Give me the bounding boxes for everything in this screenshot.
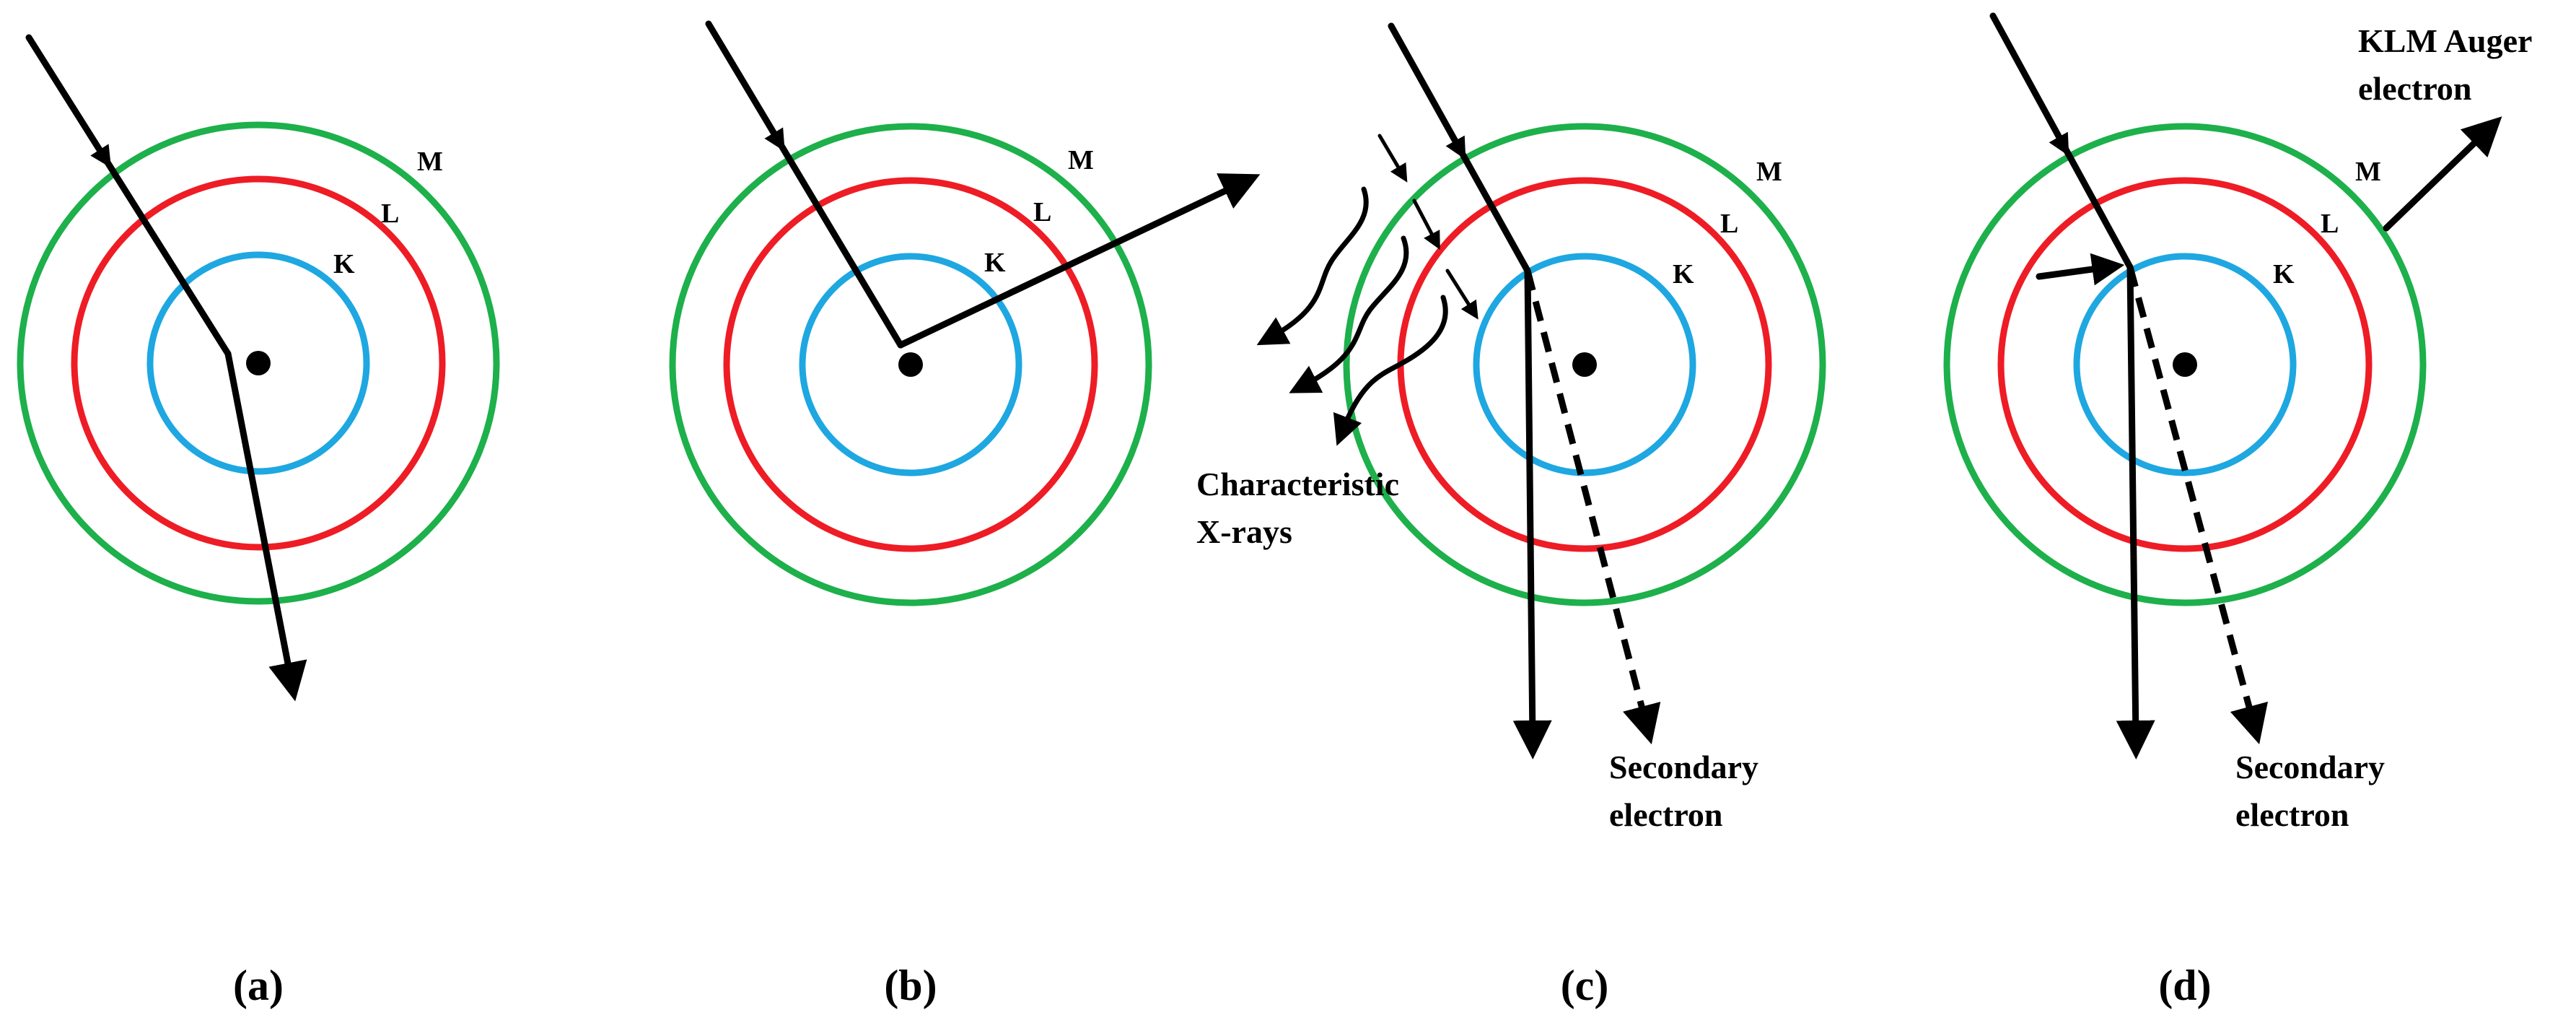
auger-electron-label-line2: electron bbox=[2358, 70, 2472, 107]
k-shell-label: K bbox=[333, 249, 355, 279]
panel-a: M L K (a) bbox=[17, 34, 500, 1009]
m-shell bbox=[1943, 123, 2427, 606]
electron-transition-arrow bbox=[1445, 269, 1478, 320]
electron-transition-arrow bbox=[1412, 199, 1440, 251]
incident-arrowhead bbox=[2049, 126, 2069, 157]
k-shell bbox=[799, 253, 1022, 476]
k-shell-label: K bbox=[984, 248, 1006, 278]
m-shell-label: M bbox=[1756, 157, 1782, 187]
secondary-electron-label-line1: Secondary bbox=[1609, 749, 1758, 785]
panel-caption: (d) bbox=[2158, 962, 2211, 1009]
electron-transition-arrow bbox=[2036, 253, 2125, 286]
l-shell bbox=[723, 177, 1098, 552]
nucleus bbox=[1572, 352, 1597, 377]
l-shell bbox=[1997, 177, 2373, 552]
nucleus bbox=[246, 351, 271, 375]
x-ray-photon-wave bbox=[1289, 235, 1409, 393]
m-shell bbox=[17, 121, 500, 605]
secondary-electron-label-line2: electron bbox=[1609, 796, 1723, 833]
panel-d: M L K KLM Auger electron Secondary elect… bbox=[1943, 12, 2532, 1009]
x-ray-photon-wave bbox=[1333, 295, 1448, 446]
m-shell-label: M bbox=[2355, 157, 2381, 187]
scattered-electron-arrow bbox=[1512, 267, 1552, 759]
incident-arrowhead bbox=[1445, 130, 1466, 160]
secondary-electron-label-line2: electron bbox=[2235, 796, 2349, 833]
electron-transition-arrow bbox=[1377, 134, 1408, 183]
panel-caption: (b) bbox=[884, 962, 937, 1009]
nucleus bbox=[898, 352, 923, 377]
panel-b: M L K (b) bbox=[669, 20, 1261, 1009]
m-shell bbox=[1343, 123, 1826, 606]
l-shell-label: L bbox=[1033, 197, 1051, 227]
incident-arrowhead bbox=[90, 139, 112, 168]
x-ray-photon-wave bbox=[1256, 186, 1369, 346]
characteristic-xrays-label-line2: X-rays bbox=[1196, 513, 1292, 550]
incident-electron-path bbox=[25, 34, 232, 357]
nucleus bbox=[2173, 352, 2197, 377]
l-shell bbox=[71, 175, 446, 551]
scattered-electron-arrow bbox=[224, 350, 307, 702]
ejected-electron-arrow bbox=[897, 173, 1261, 349]
k-shell bbox=[146, 251, 370, 475]
characteristic-xrays-label-line1: Characteristic bbox=[1196, 466, 1399, 502]
l-shell-label: L bbox=[2321, 209, 2339, 239]
k-shell bbox=[2073, 253, 2297, 476]
panel-caption: (a) bbox=[233, 962, 284, 1009]
m-shell-label: M bbox=[1068, 145, 1094, 175]
secondary-electron-arrow bbox=[2126, 266, 2269, 745]
panel-c: M L K Characteristic X-rays Secondary el… bbox=[1196, 22, 1826, 1009]
l-shell-label: L bbox=[1720, 209, 1738, 239]
auger-electron-label-line1: KLM Auger bbox=[2358, 22, 2532, 59]
auger-electron-arrow bbox=[2383, 116, 2502, 232]
secondary-electron-arrow bbox=[1524, 269, 1661, 745]
m-shell bbox=[669, 123, 1152, 606]
k-shell-label: K bbox=[2273, 259, 2295, 289]
incident-electron-path bbox=[705, 20, 904, 349]
panel-caption: (c) bbox=[1561, 962, 1609, 1009]
m-shell-label: M bbox=[417, 147, 443, 177]
incident-arrowhead bbox=[764, 122, 785, 152]
l-shell-label: L bbox=[381, 199, 399, 229]
k-shell bbox=[1473, 253, 1696, 476]
k-shell-label: K bbox=[1673, 259, 1694, 289]
secondary-electron-label-line1: Secondary bbox=[2235, 749, 2385, 785]
scattered-electron-arrow bbox=[2116, 263, 2155, 759]
